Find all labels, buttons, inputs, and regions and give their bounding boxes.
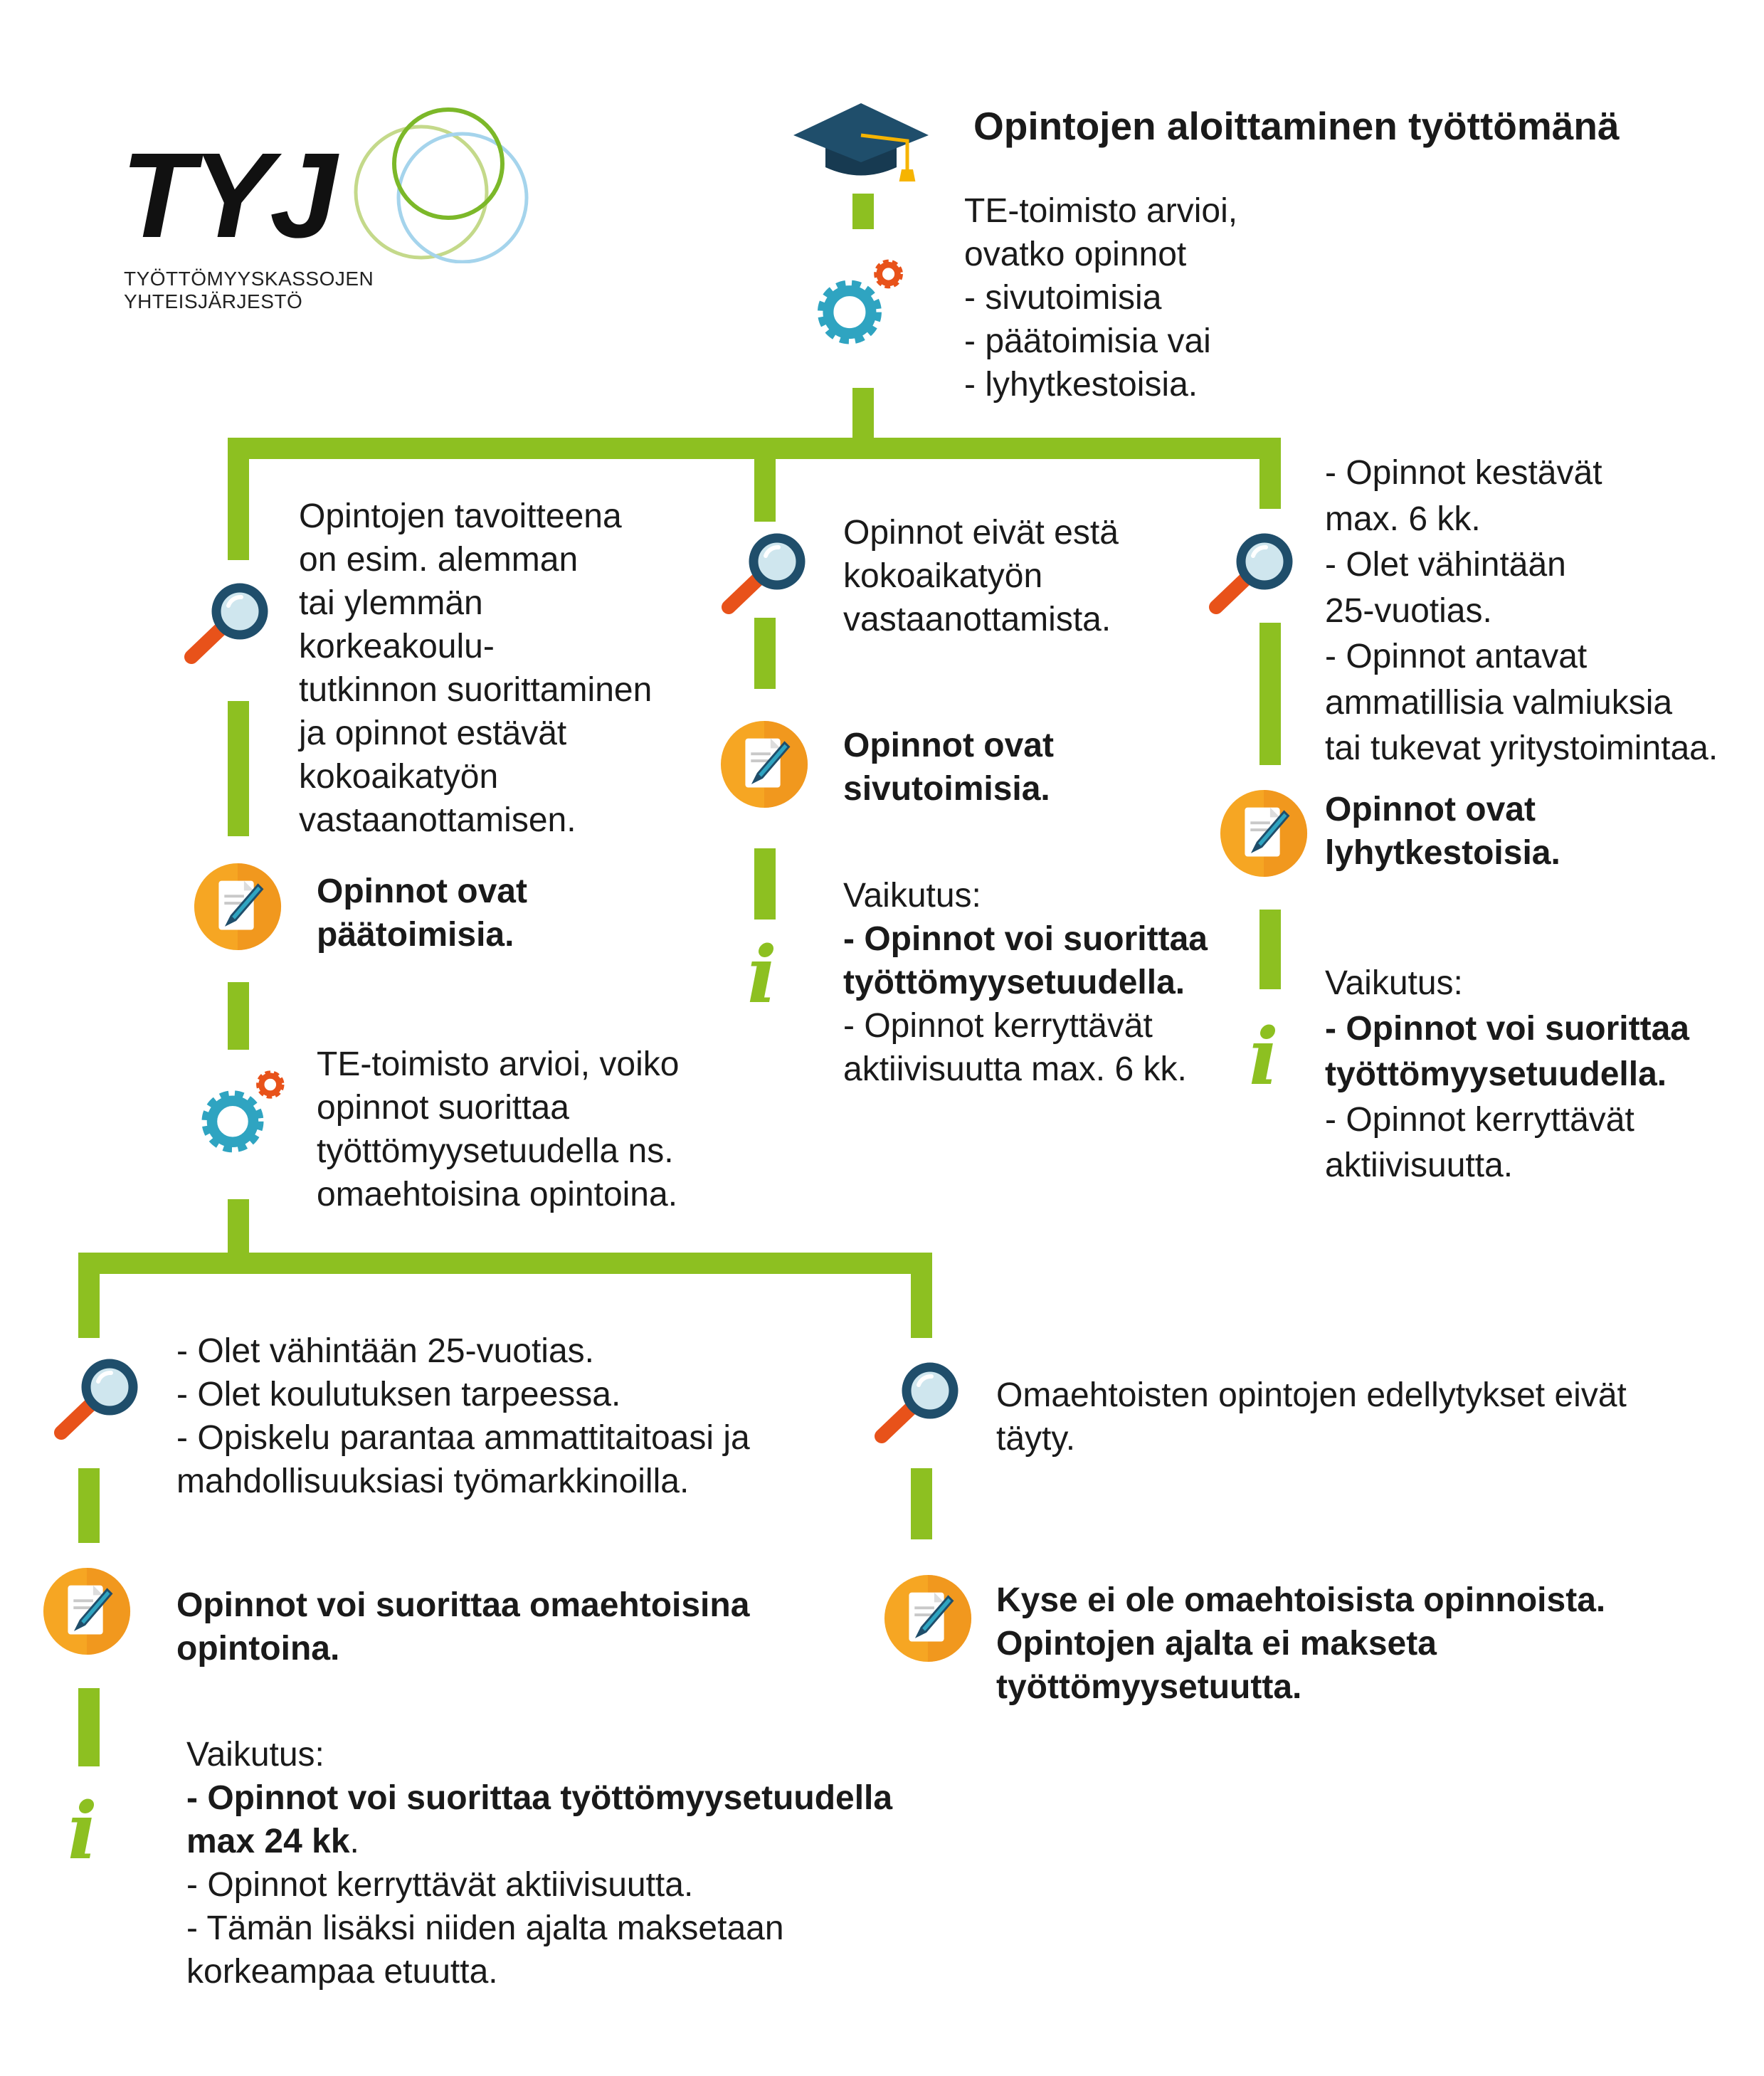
magnifier-icon xyxy=(1206,530,1299,623)
short-effect: Vaikutus: - Opinnot voi suorittaa työttö… xyxy=(1325,964,1689,1184)
info-icon: i xyxy=(1249,1011,1279,1102)
document-pen-icon xyxy=(41,1566,132,1657)
part-time-result: Opinnot ovat sivutoimisia. xyxy=(843,727,1054,808)
part-time-criteria: Opinnot eivät estä kokoaikatyön vastaano… xyxy=(843,514,1119,638)
logo-tagline: TYÖTTÖMYYSKASSOJEN YHTEISJÄRJESTÖ xyxy=(124,268,374,312)
not-met-criteria: Omaehtoisten opintojen edellytykset eivä… xyxy=(996,1376,1627,1458)
info-icon: i xyxy=(747,929,777,1021)
full-time-assessment: TE-toimisto arvioi, voiko opinnot suorit… xyxy=(317,1045,680,1213)
magnifier-icon xyxy=(51,1356,144,1448)
gears-icon xyxy=(808,253,914,359)
gears-icon xyxy=(192,1064,295,1167)
document-pen-icon xyxy=(1218,788,1309,879)
document-pen-icon xyxy=(719,719,810,810)
logo: TYJ TYÖTTÖMYYSKASSOJEN YHTEISJÄRJESTÖ xyxy=(114,107,541,312)
magnifier-icon xyxy=(719,530,811,623)
document-pen-icon xyxy=(192,861,283,952)
short-criteria: - Opinnot kestävät max. 6 kk. - Olet väh… xyxy=(1325,454,1718,767)
logo-rings-icon xyxy=(354,107,529,263)
info-icon: i xyxy=(68,1785,97,1877)
full-time-result: Opinnot ovat päätoimisia. xyxy=(317,873,527,954)
self-motivated-criteria: - Olet vähintään 25-vuotias. - Olet koul… xyxy=(176,1332,750,1500)
page-title: Opintojen aloittaminen työttömänä xyxy=(973,104,1620,148)
self-motivated-effect: Vaikutus: - Opinnot voi suorittaa työttö… xyxy=(186,1736,893,1991)
magnifier-icon xyxy=(181,580,274,673)
top-assessment-text: TE-toimisto arvioi, ovatko opinnot - siv… xyxy=(964,192,1238,404)
self-motivated-result: Opinnot voi suorittaa omaehtoisina opint… xyxy=(176,1586,750,1667)
not-met-result: Kyse ei ole omaehtoisista opinnoista. Op… xyxy=(996,1581,1606,1706)
logo-wordmark: TYJ xyxy=(121,128,337,263)
graduation-cap-icon xyxy=(793,103,929,181)
short-result: Opinnot ovat lyhytkestoisia. xyxy=(1325,791,1560,872)
part-time-effect: Vaikutus: - Opinnot voi suorittaa työttö… xyxy=(843,877,1208,1088)
magnifier-icon xyxy=(872,1359,964,1452)
document-pen-icon xyxy=(882,1573,973,1664)
full-time-criteria: Opintojen tavoitteena on esim. alemman t… xyxy=(299,497,653,839)
